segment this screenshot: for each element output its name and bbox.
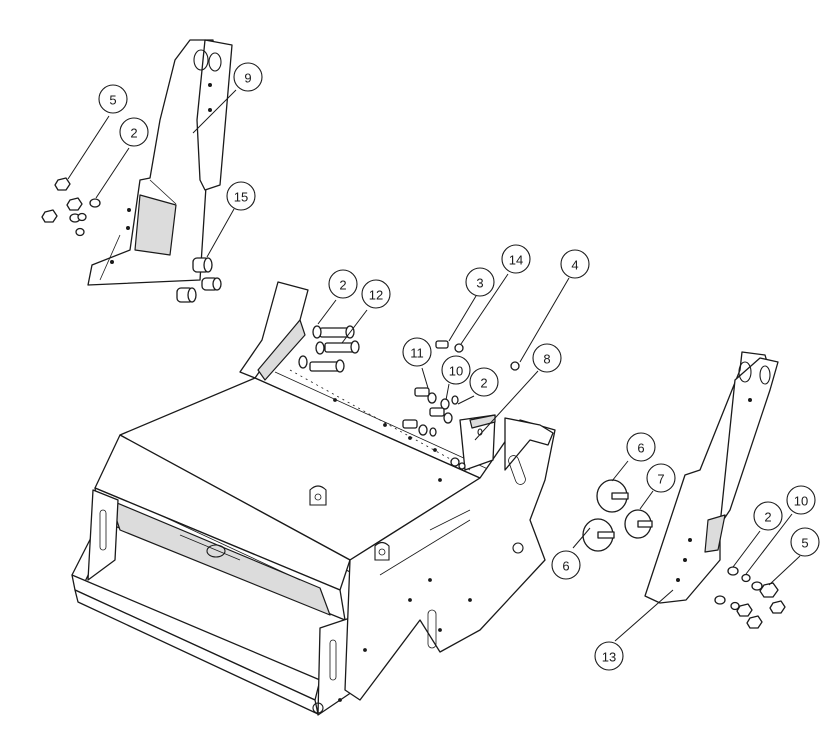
balloon-3: 3 <box>465 267 495 297</box>
svg-text:2: 2 <box>764 510 771 525</box>
balloon-12: 12 <box>361 279 391 309</box>
svg-text:2: 2 <box>480 376 487 391</box>
balloon-7: 7 <box>646 463 676 493</box>
balloon-11: 11 <box>402 337 432 367</box>
svg-text:15: 15 <box>234 190 248 205</box>
main-frame <box>71 281 556 716</box>
svg-text:5: 5 <box>109 93 116 108</box>
balloon-14: 14 <box>501 244 531 274</box>
balloon-9: 9 <box>233 62 263 92</box>
leader-lines <box>67 89 801 642</box>
svg-text:7: 7 <box>657 472 664 487</box>
svg-text:9: 9 <box>244 71 251 86</box>
balloon-8: 8 <box>532 343 562 373</box>
right-hardware <box>714 566 786 629</box>
balloon-5-left: 5 <box>98 84 128 114</box>
right-upright-bracket <box>644 351 779 604</box>
balloon-4: 4 <box>560 249 590 279</box>
svg-text:6: 6 <box>637 441 644 456</box>
balloon-10-right: 10 <box>786 485 816 515</box>
rubber-mounts <box>582 479 653 552</box>
svg-text:12: 12 <box>369 288 383 303</box>
svg-text:8: 8 <box>543 352 550 367</box>
svg-text:10: 10 <box>449 364 463 379</box>
balloon-6-bottom: 6 <box>551 550 581 580</box>
svg-text:6: 6 <box>562 559 569 574</box>
svg-text:10: 10 <box>794 494 808 509</box>
svg-text:5: 5 <box>801 536 808 551</box>
balloon-2-left: 2 <box>119 117 149 147</box>
svg-text:2: 2 <box>130 126 137 141</box>
balloon-10-mid: 10 <box>441 355 471 385</box>
svg-text:2: 2 <box>339 278 346 293</box>
svg-text:11: 11 <box>410 346 424 361</box>
svg-text:4: 4 <box>571 258 578 273</box>
small-mount-bracket <box>459 414 496 471</box>
balloon-2-right: 2 <box>753 501 783 531</box>
svg-text:14: 14 <box>509 253 523 268</box>
balloon-5-right: 5 <box>790 527 820 557</box>
balloon-2-mid: 2 <box>328 269 358 299</box>
center-hardware <box>298 325 520 470</box>
balloons: 5 2 9 15 2 12 3 14 4 11 10 <box>98 62 820 671</box>
balloon-15: 15 <box>226 181 256 211</box>
balloon-2-center: 2 <box>469 367 499 397</box>
svg-text:3: 3 <box>476 276 483 291</box>
left-upright-bracket <box>87 39 233 286</box>
balloon-6-top: 6 <box>626 432 656 462</box>
spacer-tubes <box>176 257 222 303</box>
balloon-13: 13 <box>594 641 624 671</box>
left-hardware <box>41 177 101 237</box>
svg-text:13: 13 <box>602 650 616 665</box>
